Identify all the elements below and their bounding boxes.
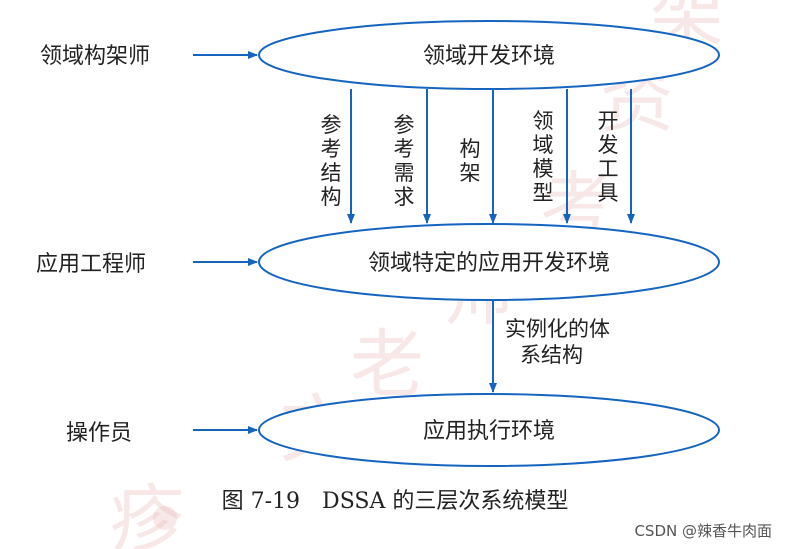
application-runtime-environment [258,393,720,467]
label-reference-architecture: 参 考 结 构 [321,113,342,209]
svg-text:开: 开 [598,109,619,133]
svg-text:发: 发 [598,133,619,157]
label-reference-requirements: 参 考 需 求 [394,113,415,209]
role-operator: 操作员 [66,421,132,446]
application-runtime-environment-label: 应用执行环境 [423,419,555,444]
svg-text:求: 求 [394,185,415,209]
svg-text:考: 考 [394,137,415,161]
svg-text:结: 结 [321,161,342,185]
svg-text:构: 构 [321,185,342,209]
domain-development-environment-label: 领域开发环境 [423,44,555,69]
svg-text:领: 领 [533,109,554,133]
svg-text:参: 参 [394,113,415,137]
svg-text:参: 参 [321,113,342,137]
role-domain-architect: 领域构架师 [40,44,150,69]
label-domain-model: 领 域 模 型 [533,109,554,205]
domain-specific-application-development-environment-label: 领域特定的应用开发环境 [368,251,610,276]
domain-development-environment [258,20,720,90]
svg-text:老: 老 [350,322,424,408]
csdn-watermark: CSDN @辣香牛肉面 [634,522,772,540]
label-dev-tools: 开 发 工 具 [598,109,619,205]
svg-text:构: 构 [460,137,481,161]
svg-text:架: 架 [460,161,481,185]
svg-text:考: 考 [321,137,342,161]
svg-text:模: 模 [533,157,554,181]
svg-text:实例化的体: 实例化的体 [505,317,610,341]
svg-text:需: 需 [394,161,415,185]
svg-text:型: 型 [533,181,554,205]
svg-text:工: 工 [598,157,619,181]
label-instantiated-architecture: 实例化的体 系结构 [505,317,610,367]
background-watermark-stamp: 文 老 师 考 资 架 疹 [110,0,724,549]
label-architecture: 构 架 [460,137,481,185]
svg-text:系结构: 系结构 [520,343,583,367]
svg-text:具: 具 [598,181,619,205]
svg-text:疹: 疹 [110,477,184,549]
figure-caption: 图 7-19 DSSA 的三层次系统模型 [222,489,569,514]
svg-text:域: 域 [533,133,554,157]
domain-specific-application-development-environment [258,223,720,301]
role-application-engineer: 应用工程师 [36,252,146,277]
